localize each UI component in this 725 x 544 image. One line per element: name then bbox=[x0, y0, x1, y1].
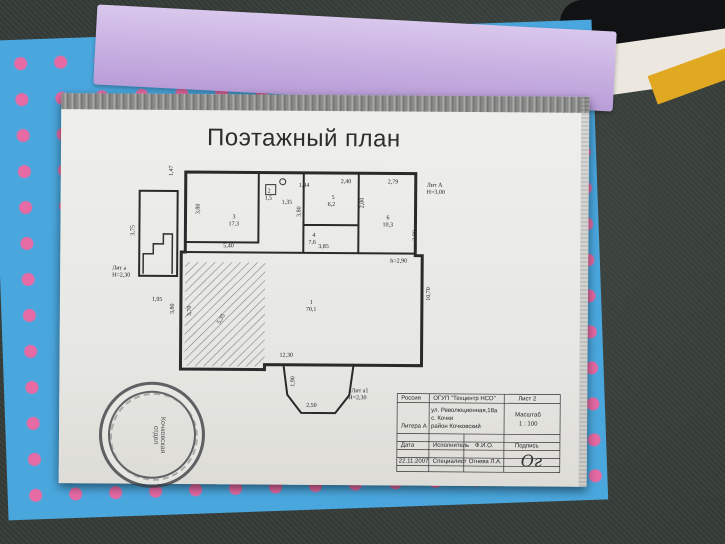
stamp-center-2: отдел bbox=[151, 425, 160, 445]
dim-14: 3,80 bbox=[170, 303, 176, 314]
room-5-area: 6,2 bbox=[328, 202, 336, 208]
tb-row-name: Огнева Л.А. bbox=[468, 459, 502, 466]
dim-10: 3,85 bbox=[318, 244, 329, 250]
room-4-area: 7,6 bbox=[308, 240, 316, 246]
room-2-area: 1,5 bbox=[265, 196, 273, 202]
dim-4: 2,79 bbox=[388, 179, 399, 185]
room-5-number: 5 bbox=[332, 195, 335, 201]
terrace-lit-a bbox=[138, 189, 179, 277]
dim-13: 3,75 bbox=[130, 225, 136, 236]
dim-3: 2,40 bbox=[341, 179, 352, 185]
dim-16: 12,30 bbox=[280, 353, 294, 359]
dim-9: 5,40 bbox=[223, 243, 234, 249]
room-1-number: 1 bbox=[310, 300, 313, 306]
label-h-left: Н=2,30 bbox=[112, 273, 130, 279]
toilet-symbol bbox=[265, 184, 277, 196]
hatched-area bbox=[184, 262, 266, 367]
room-1-area: 70,1 bbox=[306, 307, 317, 313]
tb-address-2: с. Кочки bbox=[431, 415, 454, 422]
sink-symbol bbox=[279, 178, 287, 186]
dim-7: 2,00 bbox=[360, 198, 366, 209]
label-h-top: Н=3,00 bbox=[427, 190, 445, 196]
label-h-bottom: Н=2,30 bbox=[348, 395, 366, 401]
room-3-number: 3 bbox=[232, 214, 235, 220]
label-lit-a1: Лит а bbox=[112, 266, 126, 272]
tb-col-sign: Подпись bbox=[514, 443, 539, 450]
label-lit-a1b: Лит а1 bbox=[351, 388, 368, 394]
tb-col-executor: Исполнитель bbox=[432, 442, 470, 450]
tb-address-3: район Кочковский bbox=[431, 423, 481, 431]
dim-8: 3,80 bbox=[297, 206, 303, 217]
dim-1: 1,47 bbox=[169, 165, 175, 176]
label-lit-a: Лит А bbox=[427, 183, 443, 189]
room-2-number: 2 bbox=[268, 189, 271, 195]
handwritten-signature: Ог bbox=[520, 451, 543, 471]
dim-18: 2,50 bbox=[306, 403, 317, 409]
dim-20: 5,35 bbox=[216, 313, 226, 325]
title-block-frame bbox=[396, 393, 561, 474]
dim-19: 3,70 bbox=[187, 306, 193, 317]
tb-sheet: Лист 2 bbox=[518, 396, 537, 403]
dim-6: 1,35 bbox=[282, 200, 293, 206]
tb-scale-label: Масштаб bbox=[515, 412, 541, 419]
room-6-number: 6 bbox=[386, 215, 389, 221]
tb-col-name: Ф.И.О. bbox=[474, 443, 494, 450]
partition-walls bbox=[185, 172, 416, 255]
room-6-area: 10,3 bbox=[382, 222, 393, 228]
dim-11: 3,80 bbox=[412, 230, 418, 241]
stamp-center-text: Кочковская отдел bbox=[138, 413, 166, 457]
tb-col-date: Дата bbox=[400, 442, 415, 449]
floor-plan-drawing: 3 17,3 5 6,2 6 10,3 4 7,6 1 70,1 2 1,5 Л… bbox=[112, 165, 561, 474]
round-stamp: Кочковская отдел bbox=[98, 381, 206, 489]
room-3-area: 17,3 bbox=[228, 221, 239, 227]
room-4-number: 4 bbox=[312, 233, 315, 239]
floor-plan-sheet: Поэтажный план 3 17,3 5 bbox=[58, 93, 590, 489]
dim-17: 1,90 bbox=[290, 376, 296, 387]
dim-2: 1,34 bbox=[299, 183, 310, 189]
tb-org: ОГУП "Техцентр НСО" bbox=[433, 395, 496, 403]
dim-15: 1,95 bbox=[152, 297, 163, 303]
stamp-center-1: Кочковская bbox=[158, 416, 167, 454]
tb-address-1: ул. Революционная,18а bbox=[431, 407, 498, 415]
dim-5: 3,80 bbox=[196, 204, 202, 215]
tb-row-date: 22.11.2007 bbox=[398, 458, 429, 465]
dim-12: 10,70 bbox=[426, 287, 432, 301]
bay-window-lit-a1 bbox=[282, 364, 355, 415]
tb-litera: Литера А bbox=[401, 423, 427, 430]
tb-scale-value: 1 : 100 bbox=[519, 421, 538, 428]
stair bbox=[142, 233, 174, 274]
tb-country: Россия bbox=[401, 395, 421, 402]
tb-row-role: Специалист bbox=[432, 458, 467, 465]
label-h-mid: h=2,90 bbox=[390, 258, 407, 264]
